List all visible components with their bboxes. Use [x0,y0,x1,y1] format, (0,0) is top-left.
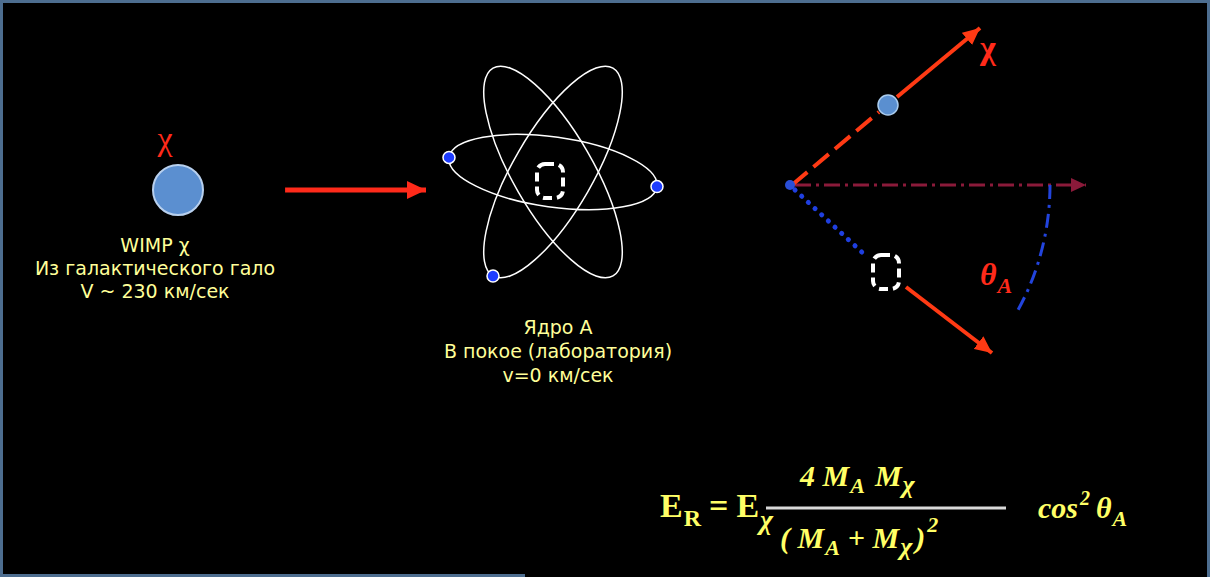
node-shape-svg [150,162,206,218]
formula-denominator: ) [915,523,925,553]
electron-dot [443,151,455,163]
particle-origin: Из галактического гало [35,259,275,278]
wimp-track-dashed [792,112,879,185]
formula-denominator: + M [848,523,899,553]
formula-numerator: M [875,461,902,491]
atom-nucleus: Ядро A В покое (лаборатория) v=0 км/сек [428,56,680,389]
formula-subscript: χ [760,506,773,534]
scattered-wimp-dot [878,95,898,115]
wimp-particle: χWIMP χ Из галактического гало V ~ 230 км/… [27,118,283,305]
formula-subscript: A [1113,508,1128,530]
electron-dot [487,270,499,282]
formula-denominator: ( M [780,523,824,553]
node-shape-svg [436,60,672,288]
angle-subscript: A [998,275,1013,297]
fraction-bar [766,507,1006,510]
particle-symbol: χ [157,122,172,156]
recoil-nucleus-icon [873,255,899,289]
formula-subscript: χ [900,534,912,560]
wimp-scatter-arrow [897,28,980,97]
electron-dot [651,181,663,193]
collision-point [785,180,795,190]
recoil-arrow [906,287,992,353]
nucleus-track-dotted [795,190,866,256]
formula-function: cos [1038,493,1078,523]
particle-speed: V ~ 230 км/сек [80,282,229,301]
electron-orbit [458,48,647,296]
formula-symbol: θ [1096,493,1112,523]
incident-direction-line [795,184,1086,187]
formula-exponent: 2 [927,514,938,536]
formula-subscript: χ [903,472,915,498]
formula-symbol: E [736,489,759,523]
motion-arrow [285,188,426,193]
formula-subscript: A [850,475,865,497]
nucleus-state: В покое (лаборатория) [444,342,672,361]
atom-orbits [443,48,663,296]
formula-exponent: 2 [1080,488,1090,508]
particle-caption: WIMP χ [120,236,189,255]
nucleus-speed: v=0 км/сек [502,366,613,385]
formula-subscript: A [825,537,840,559]
angle-symbol: θ [980,258,997,290]
formula-subscript: R [684,506,701,530]
wimp-sphere [153,165,203,215]
formula-operator: = [709,489,728,523]
nucleus-caption: Ядро A [523,318,592,337]
slide-frame [0,574,525,577]
scattered-particle-symbol: χ [980,31,996,65]
formula-numerator: 4 M [800,461,849,491]
angle-arc [1015,185,1050,315]
formula-symbol: E [660,489,683,523]
nucleus-icon [537,164,563,198]
electron-orbit [458,48,647,296]
electron-orbit [444,123,662,222]
